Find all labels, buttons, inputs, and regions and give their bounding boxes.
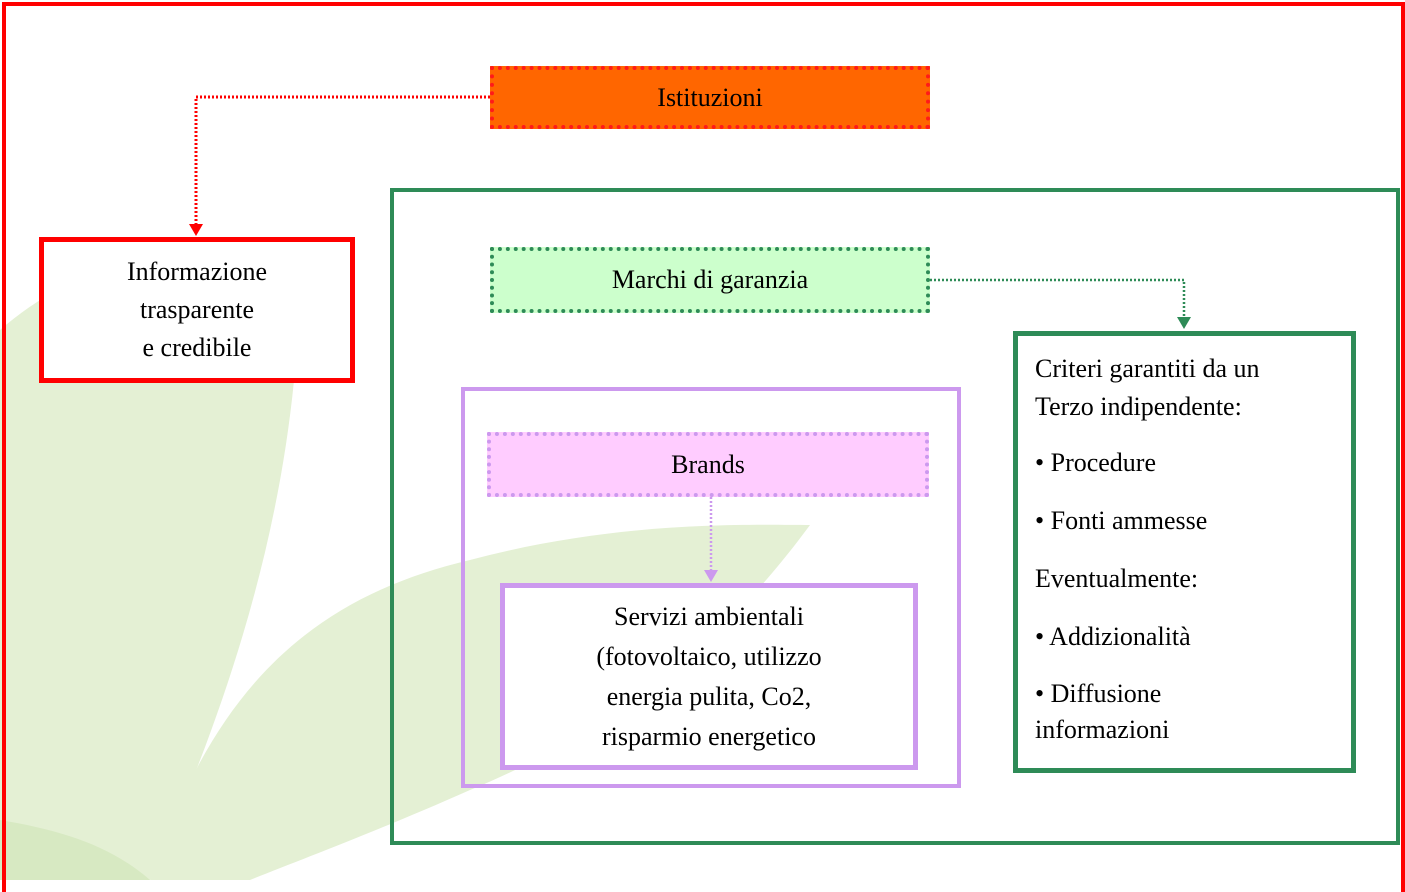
node-servizi-ambientali: Servizi ambientali (fotovoltaico, utiliz… xyxy=(500,583,918,770)
criteri-diffusione-cont: informazioni xyxy=(1035,715,1170,744)
node-informazione-line-2: trasparente xyxy=(139,295,255,324)
node-informazione-line-3: e credibile xyxy=(142,333,252,362)
node-servizi-line-1: Servizi ambientali xyxy=(614,601,804,631)
leaf-shape-left xyxy=(0,246,300,880)
criteri-bullet-addizionalita: • Addizionalità xyxy=(1035,622,1191,651)
brands-group xyxy=(461,387,961,788)
node-informazione: Informazione trasparente e credibile xyxy=(39,237,355,383)
criteri-eventualmente: Eventualmente: xyxy=(1035,564,1199,593)
node-brands-label: Brands xyxy=(671,449,745,479)
node-brands: Brands xyxy=(487,432,929,497)
node-istituzioni-label: Istituzioni xyxy=(657,82,763,112)
node-servizi-line-3: energia pulita, Co2, xyxy=(606,681,812,711)
criteri-bullet-fonti: • Fonti ammesse xyxy=(1035,506,1208,535)
criteri-bullet-diffusione: • Diffusione xyxy=(1035,679,1162,708)
node-informazione-line-1: Informazione xyxy=(126,257,268,286)
node-servizi-line-2: (fotovoltaico, utilizzo xyxy=(596,641,822,671)
node-marchi-label: Marchi di garanzia xyxy=(611,265,809,294)
node-criteri-garantiti: Criteri garantiti da un Terzo indipenden… xyxy=(1013,331,1356,773)
node-istituzioni: Istituzioni xyxy=(490,66,930,129)
node-marchi-di-garanzia: Marchi di garanzia xyxy=(490,247,930,313)
guarantee-marks-group xyxy=(390,188,1400,845)
node-servizi-line-4: risparmio energetico xyxy=(602,721,816,751)
leaf-shape-lower xyxy=(0,820,150,880)
criteri-bullet-procedure: • Procedure xyxy=(1035,448,1156,477)
criteri-line-1: Criteri garantiti da un xyxy=(1035,354,1260,383)
criteri-line-2: Terzo indipendente: xyxy=(1035,392,1242,421)
